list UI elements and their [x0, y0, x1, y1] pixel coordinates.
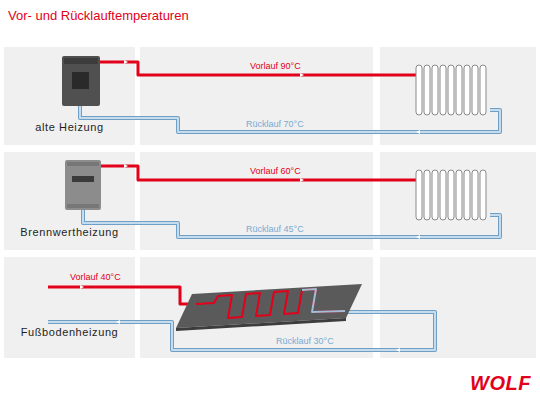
radiator-fin: [472, 170, 478, 220]
radiator-fin: [464, 65, 470, 115]
supply-temp: Vorlauf 90°C: [248, 61, 303, 71]
system-name: alte Heizung: [35, 121, 103, 133]
radiator-fin: [456, 170, 462, 220]
radiator-fin: [416, 65, 422, 115]
system-name: Fußbodenheizung: [21, 326, 119, 338]
radiator-fin: [432, 170, 438, 220]
return-temp: Rücklauf 30°C: [274, 336, 336, 346]
return-temp: Rücklauf 45°C: [244, 224, 306, 234]
radiator-fin: [448, 65, 454, 115]
radiator-fin: [480, 170, 486, 220]
supply-temp: Vorlauf 40°C: [68, 272, 123, 282]
diagram-title: Vor- und Rücklauftemperaturen: [8, 8, 189, 23]
radiator-fin: [464, 170, 470, 220]
radiator-fin: [424, 170, 430, 220]
radiator-fin: [456, 65, 462, 115]
radiator-fin: [440, 170, 446, 220]
system-name: Brennwertheizung: [20, 226, 118, 238]
radiator-fin: [432, 65, 438, 115]
supply-temp: Vorlauf 60°C: [248, 166, 303, 176]
radiator-fin: [480, 65, 486, 115]
system-panel: alte Heizung: [4, 47, 135, 145]
radiator-fin: [440, 65, 446, 115]
radiator-fin: [416, 170, 422, 220]
radiator-fin: [472, 65, 478, 115]
radiator-fin: [448, 170, 454, 220]
radiator-fin: [424, 65, 430, 115]
brand-logo: WOLF: [470, 372, 531, 395]
return-temp: Rücklauf 70°C: [244, 119, 306, 129]
system-panel: Brennwertheizung: [4, 152, 135, 250]
